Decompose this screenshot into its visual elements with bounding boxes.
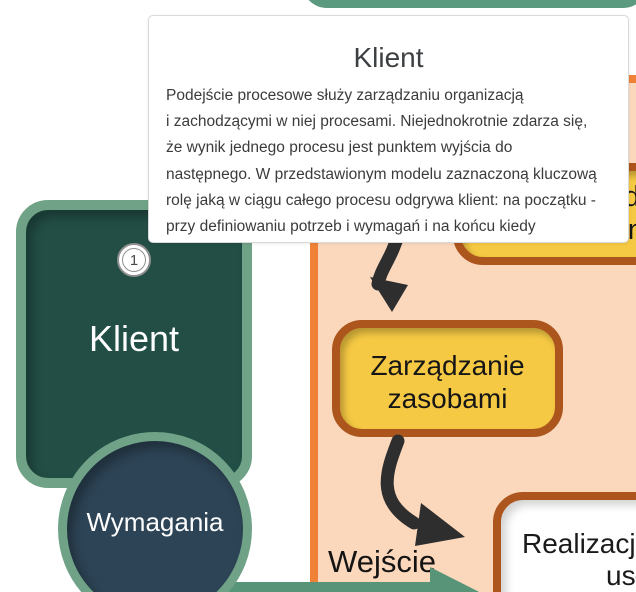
- node-label: Klient: [88, 318, 180, 359]
- node-label-line: Zarządzanie: [370, 350, 525, 381]
- node-realizacja-uslugi[interactable]: [493, 492, 636, 592]
- tooltip-body-line: że wynik jednego procesu jest punktem wy…: [166, 139, 513, 157]
- tooltip-body-line: dokonywana jest ocena zadowolenia klient…: [166, 240, 597, 242]
- tooltip-body-line: Podejście procesowe służy zarządzaniu or…: [166, 87, 524, 104]
- node-zarzadzanie-zasobami[interactable]: Zarządzanie zasobami: [332, 320, 563, 437]
- node-label: Wymagania: [86, 506, 224, 537]
- tooltip-body-line: i zachodzącymi w niej procesami. Niejedn…: [166, 113, 588, 131]
- tooltip-body: Podejście procesowe służy zarządzaniu or…: [166, 83, 597, 242]
- node-label-line: zasobami: [387, 383, 508, 414]
- node-label-line: Realizacja: [522, 528, 636, 559]
- node-wymagania[interactable]: Wymagania: [58, 432, 252, 592]
- continuous-improvement-banner: [302, 0, 636, 8]
- tooltip-body-line: przy definiowaniu potrzeb i wymagań i na…: [166, 218, 536, 236]
- tooltip-body-line: następnego. W przedstawionym modelu zazn…: [166, 165, 597, 183]
- step-badge-1[interactable]: 1: [117, 243, 151, 277]
- tooltip-body-line: rolę jaką w ciągu całego procesu odgrywa…: [166, 191, 596, 209]
- tooltip-title: Klient: [353, 42, 424, 73]
- step-badge-number: 1: [122, 248, 146, 272]
- wejscie-label: Wejście: [328, 544, 436, 579]
- node-label-line: usługi: [606, 560, 636, 591]
- tooltip-card-klient: Klient Podejście procesowe służy zarządz…: [148, 15, 629, 243]
